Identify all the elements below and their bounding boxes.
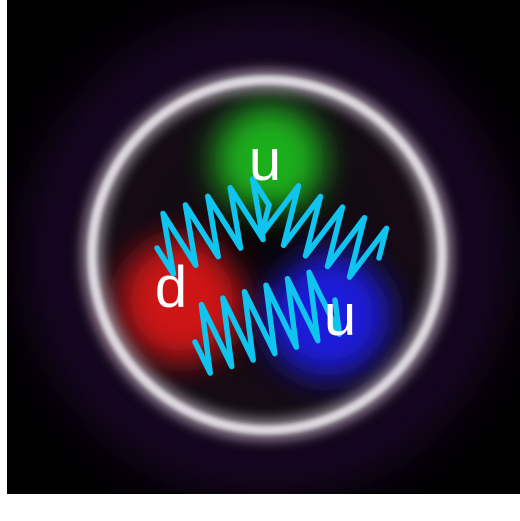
- diagram-canvas: u d u: [7, 0, 520, 494]
- quark-label-left: d: [155, 255, 187, 320]
- quark-label-top: u: [249, 128, 281, 193]
- proton-diagram: u d u: [7, 0, 520, 494]
- quark-label-right: u: [324, 283, 356, 348]
